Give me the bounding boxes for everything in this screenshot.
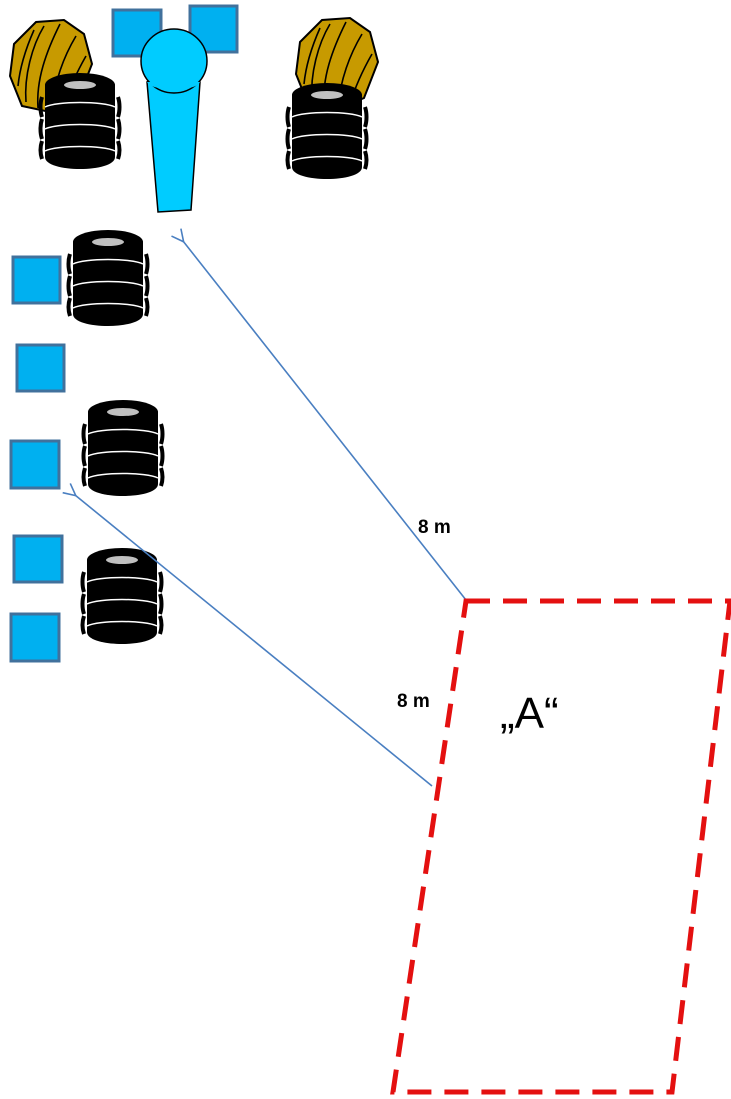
tire-stack-icon — [81, 398, 165, 498]
cone-icon — [140, 28, 208, 213]
square-marker-icon — [9, 612, 61, 663]
tire-stack-icon — [80, 546, 164, 646]
tire-stack-icon — [38, 71, 122, 171]
distance-label-upper: 8 m — [418, 517, 451, 538]
zone-a-border — [390, 598, 731, 1095]
square-marker-icon — [111, 8, 163, 58]
square-marker-icon — [9, 439, 61, 490]
zone-a-label: „A“ — [500, 689, 559, 738]
square-marker-icon — [15, 343, 66, 393]
tire-stack-icon — [285, 81, 369, 181]
arrow-upper — [183, 241, 467, 601]
square-marker-icon — [11, 255, 62, 305]
tire-stack-icon — [66, 228, 150, 328]
square-marker-icon — [12, 534, 64, 584]
arrow-lower — [75, 495, 433, 787]
distance-label-lower: 8 m — [397, 691, 430, 712]
